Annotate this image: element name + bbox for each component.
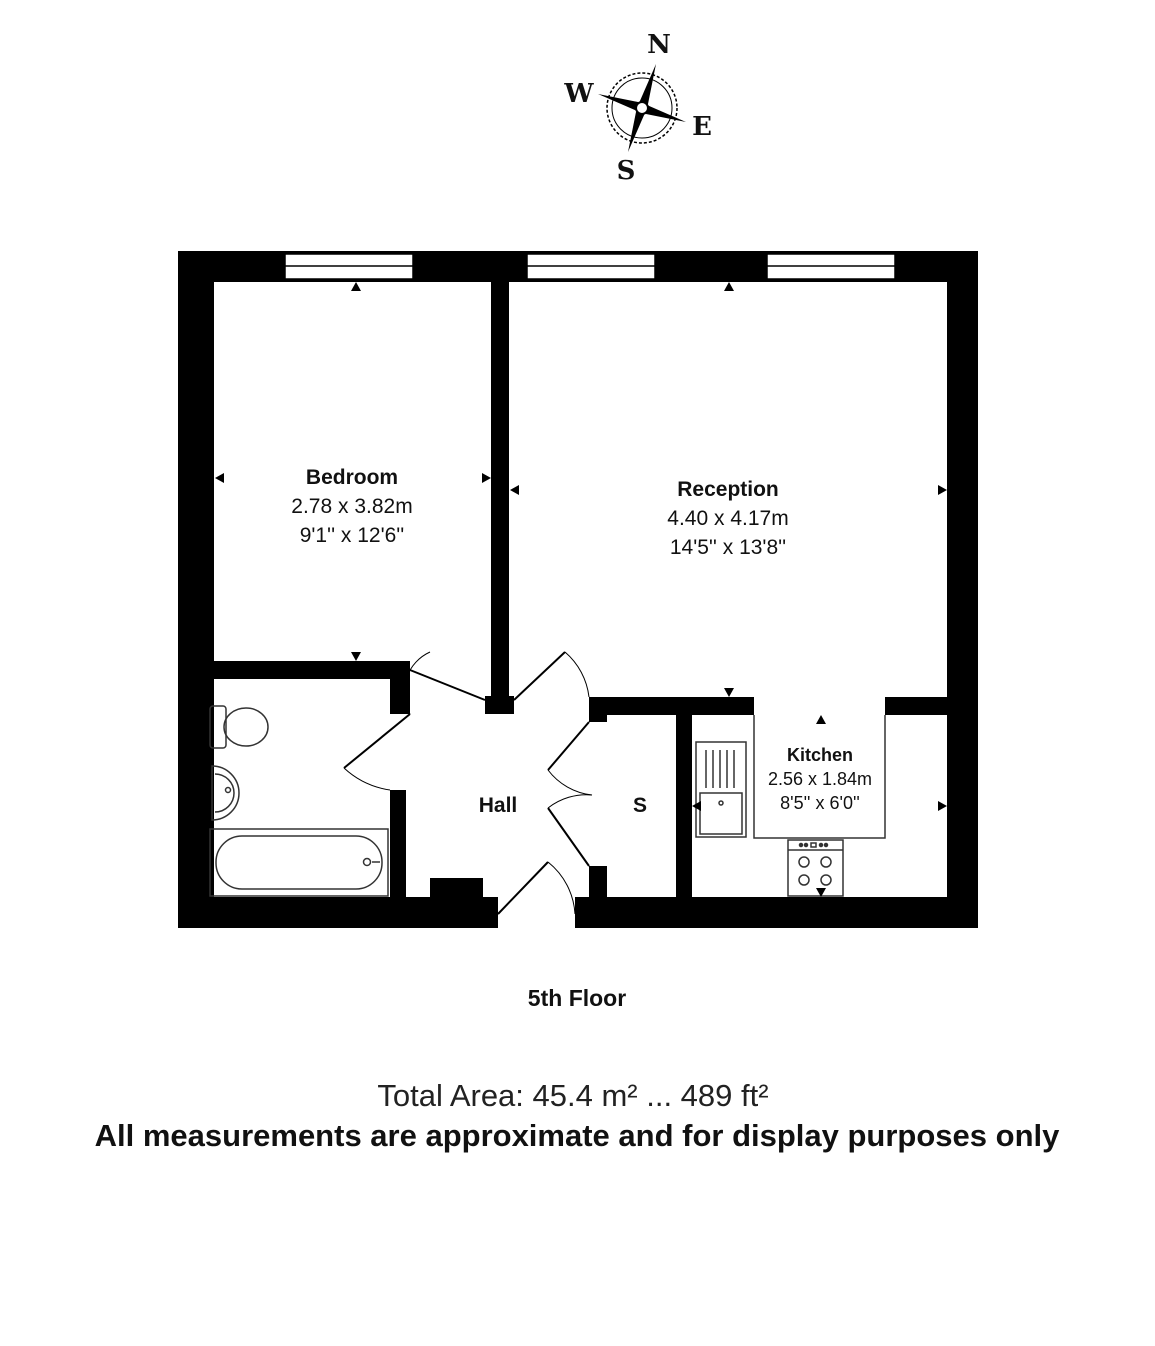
reception-name: Reception [677, 478, 779, 501]
doors [343, 651, 593, 915]
kitchen-imperial: 8'5'' x 6'0'' [780, 793, 860, 813]
windows [284, 253, 896, 280]
outer-walls [178, 251, 978, 928]
floor-label: 5th Floor [527, 985, 627, 1011]
hob-icon [787, 839, 844, 897]
interior-walls [208, 282, 947, 900]
bathroom-fixtures [209, 705, 389, 897]
compass-east-label: E [692, 112, 712, 142]
sink-icon [695, 741, 747, 838]
reception-imperial: 14'5'' x 13'8'' [669, 536, 787, 559]
compass-south-label: S [616, 156, 636, 186]
storage-name: S [632, 794, 648, 817]
bedroom-imperial: 9'1'' x 12'6'' [299, 524, 405, 547]
compass-north-label: N [647, 30, 671, 60]
worktop-outline [753, 715, 886, 839]
measurement-arrows [215, 282, 947, 897]
basin-icon [211, 765, 240, 821]
disclaimer: All measurements are approximate and for… [94, 1118, 1060, 1153]
compass-rose [598, 64, 686, 152]
bath-icon [209, 828, 389, 897]
total-area: Total Area: 45.4 m² ... 489 ft² [377, 1078, 769, 1113]
toilet-icon [209, 705, 269, 749]
hall-name: Hall [478, 794, 518, 817]
compass-west-label: W [564, 79, 594, 109]
bedroom-name: Bedroom [305, 466, 399, 489]
reception-metric: 4.40 x 4.17m [667, 507, 789, 530]
kitchen-name: Kitchen [786, 745, 854, 765]
bedroom-metric: 2.78 x 3.82m [291, 495, 413, 518]
kitchen-metric: 2.56 x 1.84m [767, 769, 873, 789]
kitchen-fixtures [695, 715, 886, 897]
